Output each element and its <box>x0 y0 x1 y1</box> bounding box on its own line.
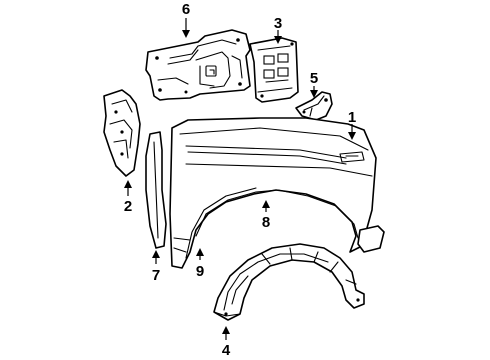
callout-6: 6 <box>182 1 190 18</box>
callout-4: 4 <box>222 342 231 359</box>
callout-3: 3 <box>274 15 282 32</box>
fender <box>169 117 385 269</box>
callout-1: 1 <box>348 109 356 126</box>
callout-2: 2 <box>124 198 132 215</box>
fender-liner <box>213 243 365 321</box>
front-seal <box>145 131 167 249</box>
leader-lines <box>124 18 356 340</box>
rear-bracket <box>103 89 141 177</box>
callout-9: 9 <box>196 263 204 280</box>
callout-8: 8 <box>262 214 270 231</box>
inner-support-panel <box>249 37 299 103</box>
callout-7: 7 <box>152 267 160 284</box>
callout-5: 5 <box>310 70 318 87</box>
apron-panel <box>145 29 251 101</box>
